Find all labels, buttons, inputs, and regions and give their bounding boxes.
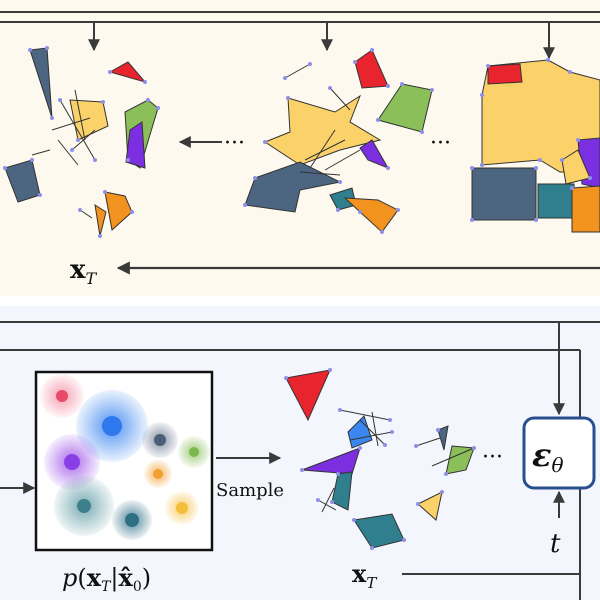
bottom-dots: ···: [482, 445, 503, 470]
gaussian-blobs: [40, 374, 210, 540]
denoiser-label: εθ: [532, 436, 564, 477]
noisy-shapes-group-2: [243, 48, 434, 234]
denoiser-box[interactable]: [522, 416, 596, 490]
clean-layout-group: [470, 58, 600, 233]
bottom-xt-label: xT: [352, 559, 377, 592]
top-dots-left: ···: [224, 131, 245, 156]
noisy-shapes-group-1: [3, 46, 160, 238]
top-dots-right: ···: [430, 131, 451, 156]
sampled-shapes-group: [284, 368, 476, 550]
timestep-label: t: [550, 529, 561, 559]
sample-label: Sample: [216, 480, 284, 501]
